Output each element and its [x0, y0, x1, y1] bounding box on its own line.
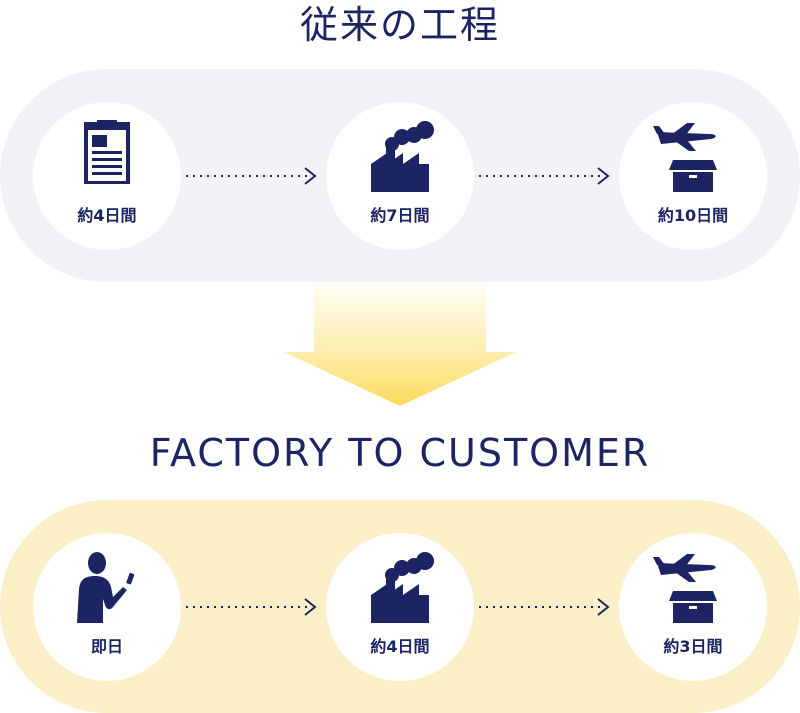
step-duration-label: 約3日間 — [663, 637, 723, 656]
traditional-step-order: 約4日間 — [33, 102, 181, 250]
ftc-step-manufacturing: 約4日間 — [326, 533, 474, 681]
factory-icon — [371, 552, 434, 623]
factory-to-customer-band: 即日 約4日間 約3日間 — [0, 500, 800, 713]
step-duration-label: 即日 — [90, 637, 123, 656]
ftc-step-shipping: 約3日間 — [619, 533, 767, 681]
step-duration-label: 約4日間 — [370, 637, 430, 656]
clipboard-icon — [84, 120, 130, 184]
dotted-arrow-connector — [186, 598, 317, 616]
airplane-box-icon — [653, 554, 717, 623]
airplane-box-icon — [653, 123, 717, 192]
person-phone-icon — [77, 552, 135, 623]
factory-icon — [371, 121, 434, 192]
down-arrow — [284, 282, 516, 406]
traditional-process-band: 約4日間 約7日間 約10日間 — [0, 69, 800, 282]
step-duration-label: 約7日間 — [370, 206, 430, 225]
dotted-arrow-connector — [479, 598, 610, 616]
step-duration-label: 約10日間 — [657, 206, 729, 225]
dotted-arrow-connector — [479, 167, 610, 185]
traditional-step-manufacturing: 約7日間 — [326, 102, 474, 250]
factory-to-customer-title: FACTORY TO CUSTOMER — [149, 431, 651, 475]
step-duration-label: 約4日間 — [77, 206, 137, 225]
ftc-step-order: 即日 — [33, 533, 181, 681]
dotted-arrow-connector — [186, 167, 317, 185]
traditional-process-title: 従来の工程 — [299, 3, 500, 47]
traditional-step-shipping: 約10日間 — [619, 102, 767, 250]
